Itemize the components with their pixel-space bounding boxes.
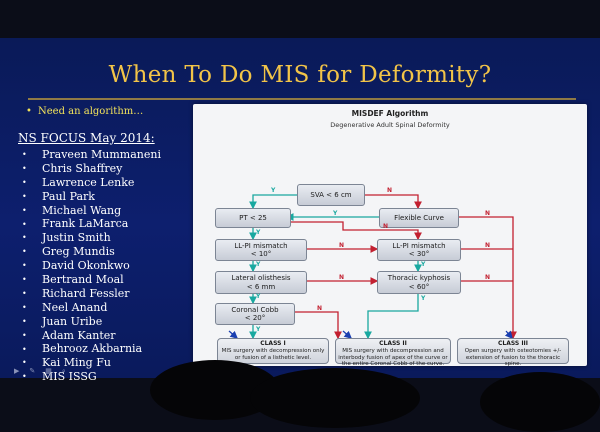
yes-label: Y: [256, 293, 261, 300]
audience-head: [480, 372, 600, 432]
no-label: N: [485, 210, 491, 217]
bullet-icon: •: [22, 219, 27, 229]
bullet-icon: •: [22, 316, 27, 326]
author-item: •Frank LaMarca: [22, 217, 129, 231]
node-flexible-curve: Flexible Curve: [379, 208, 459, 228]
yes-label: Y: [256, 261, 261, 268]
bullet-icon: •: [22, 358, 27, 368]
bullet-icon: •: [22, 233, 27, 243]
node-coronal-cobb: Coronal Cobb< 20°: [215, 303, 295, 325]
node-llpi-30: LL-PI mismatch< 30°: [377, 239, 461, 261]
author-item: •MIS ISSG: [22, 370, 97, 384]
no-label: N: [339, 242, 345, 249]
zoom-icon[interactable]: ⌕: [61, 367, 66, 375]
slides-icon[interactable]: ▦: [45, 367, 52, 375]
bullet-icon: •: [22, 275, 27, 285]
bullet-icon: •: [22, 247, 27, 257]
bullet-icon: •: [22, 163, 27, 173]
bullet-icon: •: [22, 344, 27, 354]
node-llpi-10: LL-PI mismatch< 10°: [215, 239, 307, 261]
author-list: •Praveen Mummaneni •Chris Shaffrey •Lawr…: [18, 148, 188, 384]
author-item: •Richard Fessler: [22, 286, 130, 300]
yes-label: Y: [421, 261, 426, 268]
no-label: N: [383, 223, 389, 230]
author-item: •Chris Shaffrey: [22, 161, 123, 175]
bullet-icon: •: [22, 177, 27, 187]
author-item: •David Okonkwo: [22, 259, 130, 273]
slide-title: When To Do MIS for Deformity?: [108, 62, 492, 88]
no-label: N: [485, 242, 491, 249]
bullet-icon: •: [22, 150, 27, 160]
node-lateral-olisthesis: Lateral olisthesis< 6 mm: [215, 271, 307, 294]
author-item: •Behrooz Akbarnia: [22, 342, 143, 356]
yes-label: Y: [421, 295, 426, 302]
ns-focus-heading: NS FOCUS May 2014:: [18, 131, 155, 145]
node-pt: PT < 25: [215, 208, 291, 228]
title-divider: [28, 98, 576, 100]
bullet-icon: •: [22, 302, 27, 312]
node-sva: SVA < 6 cm: [297, 184, 365, 206]
author-item: •Michael Wang: [22, 203, 122, 217]
pen-icon[interactable]: ✎: [29, 367, 36, 375]
yes-label: Y: [333, 210, 338, 217]
author-item: •Greg Mundis: [22, 245, 115, 259]
no-label: N: [485, 274, 491, 281]
node-thoracic-kyphosis: Thoracic kyphosis< 60°: [377, 271, 461, 294]
flowchart-title: MISDEF Algorithm: [351, 109, 429, 118]
flowchart-arrows: [228, 194, 517, 340]
bullet-icon: •: [26, 106, 32, 117]
bullet-icon: •: [22, 289, 27, 298]
author-item: •Paul Park: [22, 189, 95, 203]
author-item: •Praveen Mummaneni: [22, 148, 161, 161]
projection-screen: When To Do MIS for Deformity? • Need an a…: [0, 38, 600, 383]
audience-head: [250, 368, 420, 428]
author-item: •Lawrence Lenke: [22, 175, 135, 189]
author-item: •Juan Uribe: [22, 314, 103, 328]
yes-label: Y: [256, 229, 261, 236]
author-item: •Neel Anand: [22, 300, 108, 314]
algorithm-bullet: • Need an algorithm…: [26, 106, 188, 117]
bullet-icon: •: [22, 191, 27, 201]
no-label: N: [339, 274, 345, 281]
flowchart-subtitle: Degenerative Adult Spinal Deformity: [330, 121, 450, 129]
author-item: •Adam Kanter: [22, 328, 116, 342]
bullet-icon: •: [22, 205, 27, 215]
algorithm-text: Need an algorithm…: [38, 106, 144, 117]
bullet-icon: •: [22, 372, 27, 382]
no-label: N: [317, 305, 323, 312]
play-icon[interactable]: ▶: [14, 367, 20, 375]
slide-left-column: • Need an algorithm… NS FOCUS May 2014: •…: [18, 106, 188, 384]
bullet-icon: •: [22, 330, 27, 340]
no-label: N: [387, 187, 393, 194]
bullet-icon: •: [22, 261, 27, 271]
author-item: •Justin Smith: [22, 231, 111, 245]
yes-label: Y: [271, 187, 276, 194]
author-item: •Bertrand Moal: [22, 273, 124, 287]
presentation-toolbar[interactable]: ▶ ✎ ▦ ⌕: [14, 367, 104, 375]
misdef-flowchart: MISDEF Algorithm Degenerative Adult Spin…: [193, 104, 587, 367]
yes-label: Y: [256, 326, 261, 333]
author-item: •Kai Ming Fu: [22, 356, 111, 370]
